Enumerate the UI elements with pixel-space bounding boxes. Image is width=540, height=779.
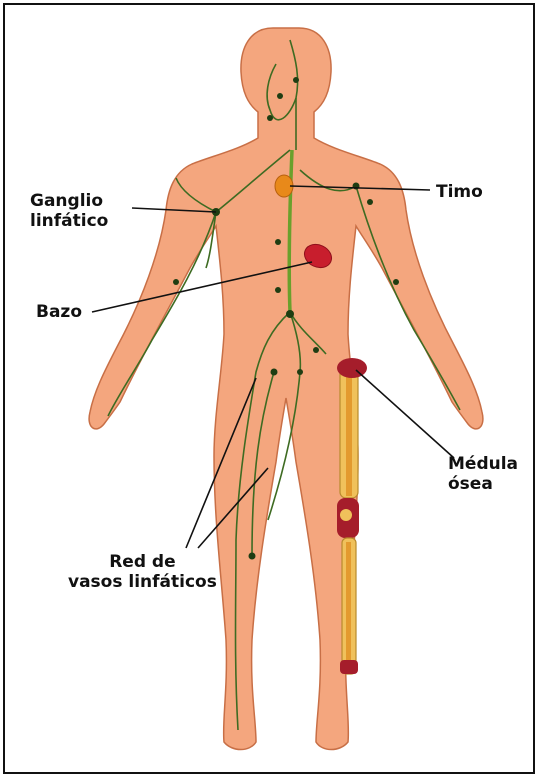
label-timo: Timo: [436, 182, 483, 202]
label-red: Red de vasos linfáticos: [68, 552, 217, 592]
body-silhouette: [89, 28, 483, 750]
label-medula: Médula ósea: [448, 454, 518, 494]
human-body: [89, 28, 483, 750]
label-bazo: Bazo: [36, 302, 82, 322]
medula-leader: [356, 370, 454, 458]
label-ganglio: Ganglio linfático: [30, 191, 108, 231]
bone-marrow-illustration: [337, 358, 367, 674]
